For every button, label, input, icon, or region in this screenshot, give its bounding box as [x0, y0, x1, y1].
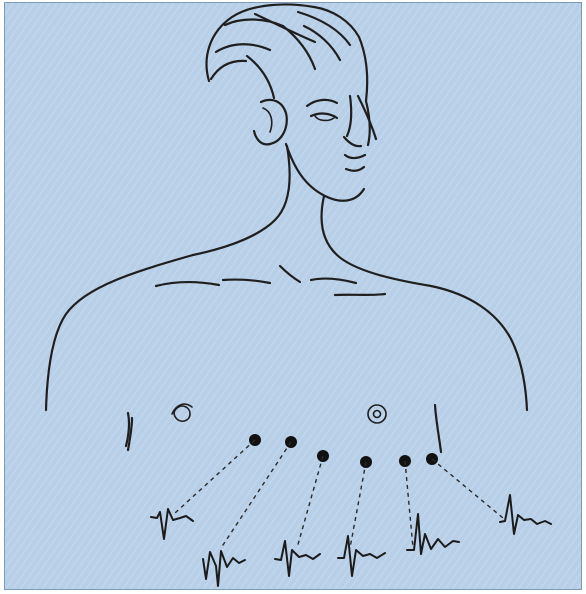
background-panel — [5, 3, 581, 589]
